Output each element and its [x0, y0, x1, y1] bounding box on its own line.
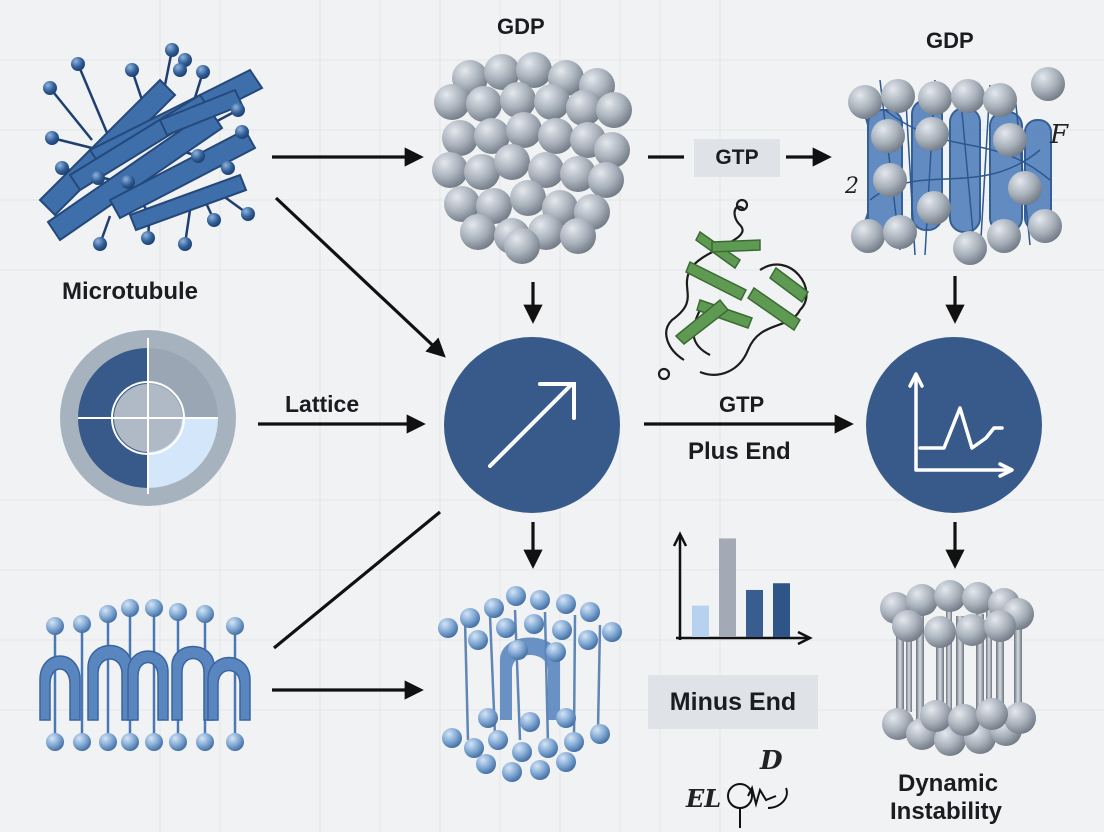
blue-dimer-cluster — [438, 586, 622, 782]
mini-bar-2 — [719, 538, 736, 637]
label-gdp-top-right: GDP — [926, 28, 974, 53]
label-instability: Instability — [890, 798, 1003, 825]
tag-minus-end: Minus End — [648, 675, 818, 729]
mini-bar-4 — [773, 583, 790, 637]
mini-bar-chart — [672, 531, 813, 646]
target-ring-icon — [60, 330, 236, 506]
trend-up-circle — [444, 337, 620, 513]
protein-ribbon — [657, 198, 809, 381]
label-microtubule: Microtubule — [62, 278, 198, 305]
label-gtp-mid: GTP — [719, 392, 765, 417]
gdp-sphere-cluster — [432, 52, 632, 264]
gray-rod-cylinder — [880, 580, 1036, 756]
scribble-f: F — [1050, 120, 1069, 150]
label-gdp-top-center: GDP — [497, 14, 545, 39]
microtubule-illustration — [38, 43, 264, 251]
tag-gtp: GTP — [694, 139, 780, 177]
line-chart-circle — [866, 337, 1042, 513]
blue-arch-row — [39, 599, 251, 751]
scribble-d: D — [760, 746, 783, 776]
squiggle-glyph — [727, 783, 788, 828]
scribble-2: 2 — [845, 174, 859, 199]
mini-bar-3 — [746, 589, 763, 637]
mini-bar-1 — [692, 605, 709, 637]
diagonal-connector — [272, 510, 442, 650]
label-dynamic: Dynamic — [898, 770, 999, 797]
arrow-microtubule-to-center — [274, 196, 446, 358]
label-plus-end: Plus End — [688, 438, 791, 465]
scribble-el: EL — [686, 784, 722, 813]
label-lattice: Lattice — [285, 391, 360, 417]
gdp-lattice-structure — [848, 67, 1065, 265]
line-chart-icon — [908, 372, 1014, 478]
trend-up-arrow-icon — [488, 382, 576, 468]
flow-arrows — [258, 147, 965, 700]
